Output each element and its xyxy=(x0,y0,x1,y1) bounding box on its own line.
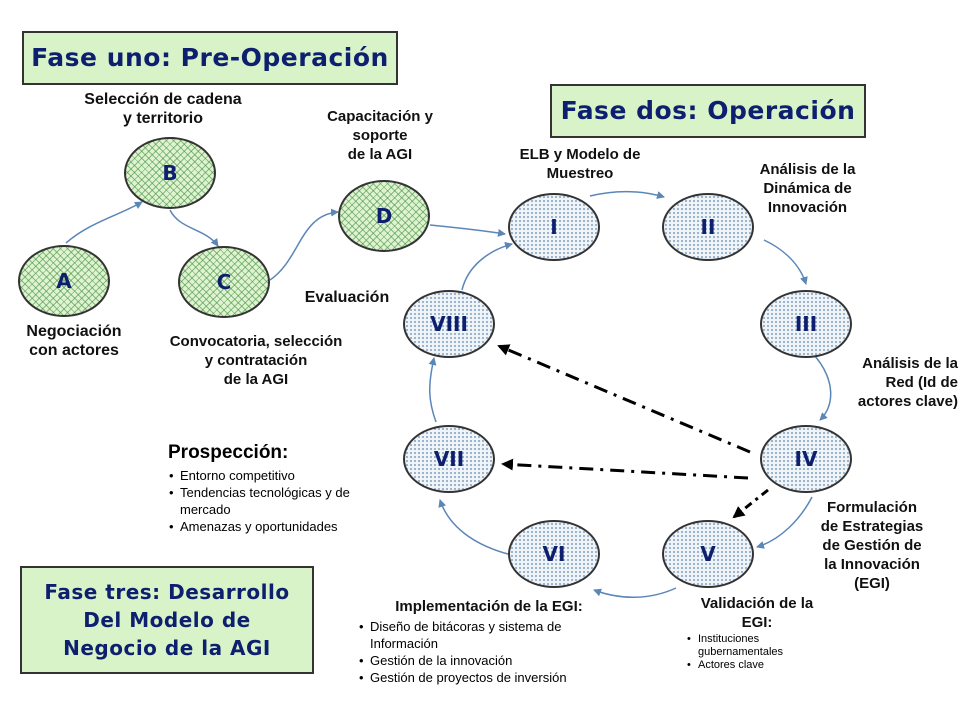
node-iii-label: III xyxy=(794,312,818,336)
label-seleccion: Selección de cadena y territorio xyxy=(84,91,242,127)
arrow-a-b xyxy=(65,201,143,244)
arrow-c-d xyxy=(269,208,339,281)
arrow-i-ii xyxy=(589,190,665,199)
node-iv-label: IV xyxy=(794,447,818,471)
label-dinamica: Análisis de la Dinámica de Innovación xyxy=(759,161,856,216)
node-b: B xyxy=(124,137,216,209)
phase-three-line-1: Fase tres: Desarrollo xyxy=(44,580,290,604)
feedback-iv-vii xyxy=(501,458,749,480)
validacion-title: Validación de la EGI: xyxy=(700,595,814,631)
phase-three-line-3: Negocio de la AGI xyxy=(63,636,271,660)
label-negociacion: Negociación con actores xyxy=(26,323,122,359)
node-b-label: B xyxy=(162,161,178,185)
node-a-label: A xyxy=(56,269,72,293)
node-i: I xyxy=(508,193,600,261)
implementacion-block: Implementación de la EGI: Diseño de bitá… xyxy=(358,597,620,686)
node-iii: III xyxy=(760,290,852,358)
implementacion-item: Diseño de bitácoras y sistema de Informa… xyxy=(359,618,610,652)
node-v-label: V xyxy=(700,542,716,566)
phase-one-title: Fase uno: Pre-Operación xyxy=(31,43,389,72)
label-capacitacion: Capacitación y soporte de la AGI xyxy=(327,108,433,163)
feedback-iv-viii xyxy=(497,344,751,454)
arrow-d-i xyxy=(429,224,506,237)
prospeccion-item: Amenazas y oportunidades xyxy=(169,518,398,535)
phase-one-box: Fase uno: Pre-Operación xyxy=(22,31,398,85)
arrow-ii-iii xyxy=(763,239,808,285)
implementacion-item: Gestión de proyectos de inversión xyxy=(359,669,620,686)
label-formulacion: Formulación de Estrategias de Gestión de… xyxy=(820,499,924,592)
node-c-label: C xyxy=(216,270,232,294)
node-i-label: I xyxy=(550,215,558,239)
arrow-vii-viii xyxy=(428,357,437,423)
node-vi: VI xyxy=(508,520,600,588)
node-viii-label: VIII xyxy=(430,312,468,336)
node-vi-label: VI xyxy=(542,542,566,566)
label-convocatoria: Convocatoria, selección y contratación d… xyxy=(169,333,343,388)
implementacion-item: Gestión de la innovación xyxy=(359,652,620,669)
arrow-b-c xyxy=(169,209,219,247)
validacion-item: Instituciones gubernamentales xyxy=(687,633,818,659)
implementacion-list: Diseño de bitácoras y sistema de Informa… xyxy=(358,618,620,686)
node-a: A xyxy=(18,245,110,317)
prospeccion-item: Tendencias tecnológicas y de mercado xyxy=(169,484,395,518)
label-evaluacion: Evaluación xyxy=(304,289,390,306)
prospeccion-title: Prospección: xyxy=(168,442,289,463)
phase-three-line-2: Del Modelo de xyxy=(83,608,251,632)
prospeccion-item: Entorno competitivo xyxy=(169,467,398,484)
feedback-iv-v xyxy=(732,488,769,519)
node-d: D xyxy=(338,180,430,252)
validacion-item: Actores clave xyxy=(687,659,842,672)
validacion-block: Validación de la EGI: Instituciones gube… xyxy=(672,594,842,672)
node-c: C xyxy=(178,246,270,318)
node-ii-label: II xyxy=(700,215,716,239)
arrow-v-vi xyxy=(593,587,677,598)
prospeccion-list: Entorno competitivo Tendencias tecnológi… xyxy=(168,467,398,535)
node-d-label: D xyxy=(375,204,393,228)
arrow-iii-iv xyxy=(814,355,832,421)
node-vii-label: VII xyxy=(433,447,465,471)
arrow-viii-i xyxy=(461,241,513,291)
implementacion-title: Implementación de la EGI: xyxy=(395,598,583,615)
label-red: Análisis de la Red (Id de actores clave) xyxy=(857,355,958,410)
arrow-vi-vii xyxy=(438,499,517,557)
label-elb: ELB y Modelo de Muestreo xyxy=(519,146,641,182)
phase-three-box: Fase tres: Desarrollo Del Modelo de Nego… xyxy=(20,566,314,674)
validacion-list: Instituciones gubernamentales Actores cl… xyxy=(686,633,842,672)
phase-two-box: Fase dos: Operación xyxy=(550,84,866,138)
node-ii: II xyxy=(662,193,754,261)
phase-two-title: Fase dos: Operación xyxy=(560,96,856,125)
node-vii: VII xyxy=(403,425,495,493)
node-viii: VIII xyxy=(403,290,495,358)
node-iv: IV xyxy=(760,425,852,493)
prospeccion-block: Prospección: Entorno competitivo Tendenc… xyxy=(168,441,398,535)
node-v: V xyxy=(662,520,754,588)
arrow-iv-v xyxy=(756,496,813,549)
